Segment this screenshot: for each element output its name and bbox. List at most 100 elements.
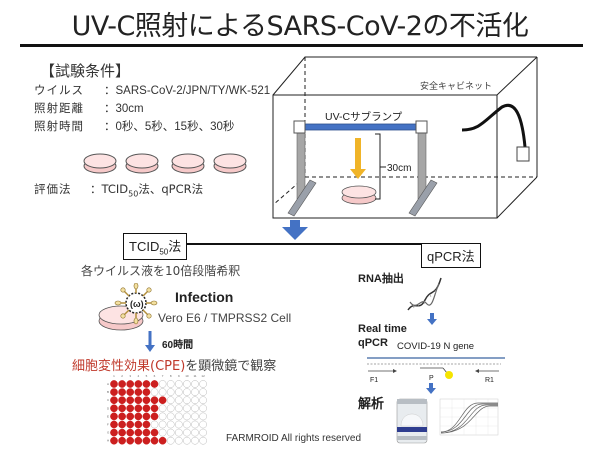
plug-icon — [516, 146, 530, 162]
well-cpe-positive — [142, 420, 151, 429]
well-cpe-negative — [158, 380, 167, 388]
well-cpe-negative — [166, 388, 175, 396]
plate-column-label: 4 — [137, 374, 139, 378]
well-cpe-positive — [110, 412, 118, 421]
well-cpe-positive — [110, 396, 118, 405]
well-cpe-positive — [118, 388, 126, 396]
well-cpe-positive — [118, 380, 126, 388]
well-cpe-negative — [191, 380, 199, 388]
well-cpe-positive — [126, 404, 135, 413]
plate-column-label: 8 — [170, 374, 172, 378]
well-cpe-positive — [110, 436, 118, 445]
tcid50-method-box: TCID50法 — [123, 233, 188, 260]
well-cpe-negative — [174, 380, 183, 388]
plate-row-label: C — [107, 398, 110, 402]
dilution-text: 各ウイルス液を10倍段階希釈 — [81, 264, 241, 278]
eval-prefix: ：TCID — [90, 182, 129, 196]
well-cpe-negative — [150, 420, 159, 429]
amplification-curve-chart — [439, 398, 499, 436]
title-divider — [20, 44, 583, 47]
well-cpe-negative — [183, 412, 191, 421]
cpe-observation: 細胞変性効果(CPE)を顕微鏡で観察 — [72, 355, 276, 374]
petri-dish-icon — [83, 153, 117, 174]
well-cpe-negative — [199, 436, 207, 445]
condition-virus: ウイルス：SARS-CoV-2/JPN/TY/WK-521 — [34, 82, 270, 98]
svg-text:(ω): (ω) — [130, 299, 144, 309]
well-cpe-positive — [142, 428, 151, 437]
plate-column-label: 12 — [201, 374, 205, 378]
evaluation-method: 評価法：TCID50法、qPCR法 — [34, 181, 203, 198]
eval-label: 評価法 — [34, 182, 72, 196]
down-arrow-icon — [290, 220, 300, 228]
condition-time: 照射時間：0秒、5秒、15秒、30秒 — [34, 118, 234, 134]
rna-extraction-label: RNA抽出 — [358, 273, 404, 285]
analysis-label: 解析 — [358, 396, 385, 411]
qpcr-method-box: qPCR法 — [421, 243, 481, 268]
well-cpe-positive — [134, 396, 143, 405]
well-cpe-negative — [191, 412, 199, 421]
plate-column-label: 9 — [178, 374, 180, 378]
well-cpe-positive — [150, 412, 159, 421]
well-cpe-negative — [174, 420, 183, 429]
plate-column-label: 7 — [162, 374, 164, 378]
well-cpe-negative — [174, 436, 183, 445]
plate-column-label: 5 — [146, 374, 148, 378]
well-cpe-positive — [118, 404, 126, 413]
well-cpe-positive — [126, 380, 135, 388]
well-cpe-negative — [166, 404, 175, 413]
lamp-label: UV-Cサブランプ — [325, 110, 403, 123]
petri-dish-icon — [125, 153, 159, 174]
well-cpe-positive — [110, 404, 118, 413]
plate-column-label: 6 — [154, 374, 156, 378]
well-cpe-positive — [134, 428, 143, 437]
well-cpe-positive — [118, 412, 126, 421]
well-cpe-negative — [199, 404, 207, 413]
well-cpe-negative — [174, 428, 183, 437]
condition-distance: 照射距離：30cm — [34, 100, 144, 116]
f1-label: F1 — [370, 377, 378, 384]
cabinet-outline — [272, 56, 538, 219]
well-cpe-positive — [126, 428, 135, 437]
well-cpe-positive — [142, 436, 151, 445]
well-cpe-negative — [174, 404, 183, 413]
well-cpe-positive — [134, 380, 143, 388]
well-cpe-positive — [142, 396, 151, 405]
well-cpe-negative — [174, 412, 183, 421]
down-arrow-icon — [429, 383, 433, 389]
method-connector — [175, 243, 435, 245]
well-cpe-positive — [158, 396, 167, 405]
plate-column-label: 11 — [193, 374, 196, 378]
uvc-lamp — [302, 123, 421, 131]
well-cpe-negative — [166, 396, 175, 405]
petri-dish-icon — [213, 153, 247, 174]
condition-label: 照射時間 — [34, 119, 84, 133]
well-cpe-negative — [158, 412, 167, 421]
well-cpe-negative — [191, 436, 199, 445]
incubation-time: 60時間 — [162, 340, 194, 351]
plate-row-label: G — [107, 431, 110, 435]
well-cpe-negative — [158, 388, 167, 396]
well-cpe-positive — [118, 436, 126, 445]
virus-icon: (ω) — [114, 283, 158, 325]
gene-label: COVID-19 N gene — [397, 341, 475, 352]
virus-infection-illustration: (ω) — [98, 283, 158, 331]
well-cpe-positive — [110, 420, 118, 429]
well-cpe-negative — [183, 420, 191, 429]
well-cpe-positive — [150, 428, 159, 437]
safety-cabinet-diagram: 安全キャビネット UV-Cサブランプ 30cm — [272, 56, 538, 240]
well-cpe-negative — [191, 420, 199, 429]
well-cpe-positive — [134, 436, 143, 445]
distance-bracket — [375, 133, 381, 200]
well-cpe-positive — [142, 380, 151, 388]
well-cpe-negative — [199, 388, 207, 396]
well-cpe-negative — [166, 436, 175, 445]
power-cable — [461, 103, 527, 148]
dna-helix-icon — [407, 277, 442, 311]
well-cpe-positive — [158, 436, 167, 445]
well-cpe-positive — [110, 380, 118, 388]
distance-label: 30cm — [387, 163, 411, 174]
well-cpe-negative — [158, 420, 167, 429]
well-cpe-negative — [174, 396, 183, 405]
uv-light-arrow — [355, 138, 361, 171]
